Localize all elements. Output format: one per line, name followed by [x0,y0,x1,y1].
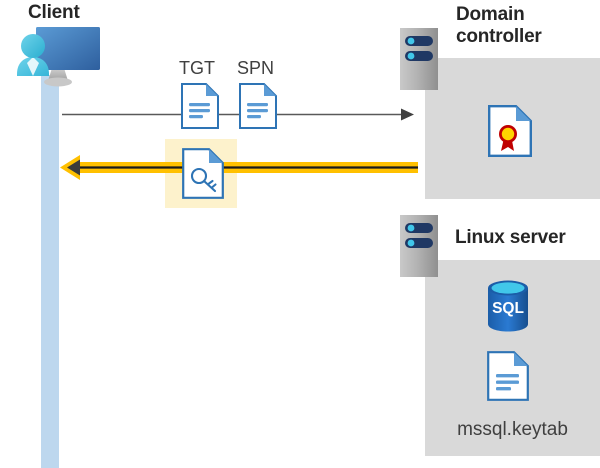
tgt-document-icon [181,83,219,134]
domain-controller-title: Domain controller [456,4,542,47]
linux-server-rack-icon [400,215,438,282]
spn-label: SPN [237,58,275,78]
spn-document-icon [239,83,277,134]
linux-server-title: Linux server [455,227,566,248]
sql-database-icon: SQL [485,279,531,333]
domain-controller-server-rack-icon [400,28,438,95]
client-title: Client [28,2,80,23]
request-arrow-client-to-dc [62,108,414,121]
keytab-filename-label: mssql.keytab [457,419,568,440]
certificate-icon [488,105,532,157]
tgt-label: TGT [179,58,215,78]
client-user-monitor-icon [12,24,110,94]
sql-database-label: SQL [492,300,524,317]
keytab-file-icon [487,351,529,401]
client-lifeline [41,75,59,468]
response-arrow-dc-to-client [58,150,418,186]
service-ticket-key-document-icon [182,148,224,199]
